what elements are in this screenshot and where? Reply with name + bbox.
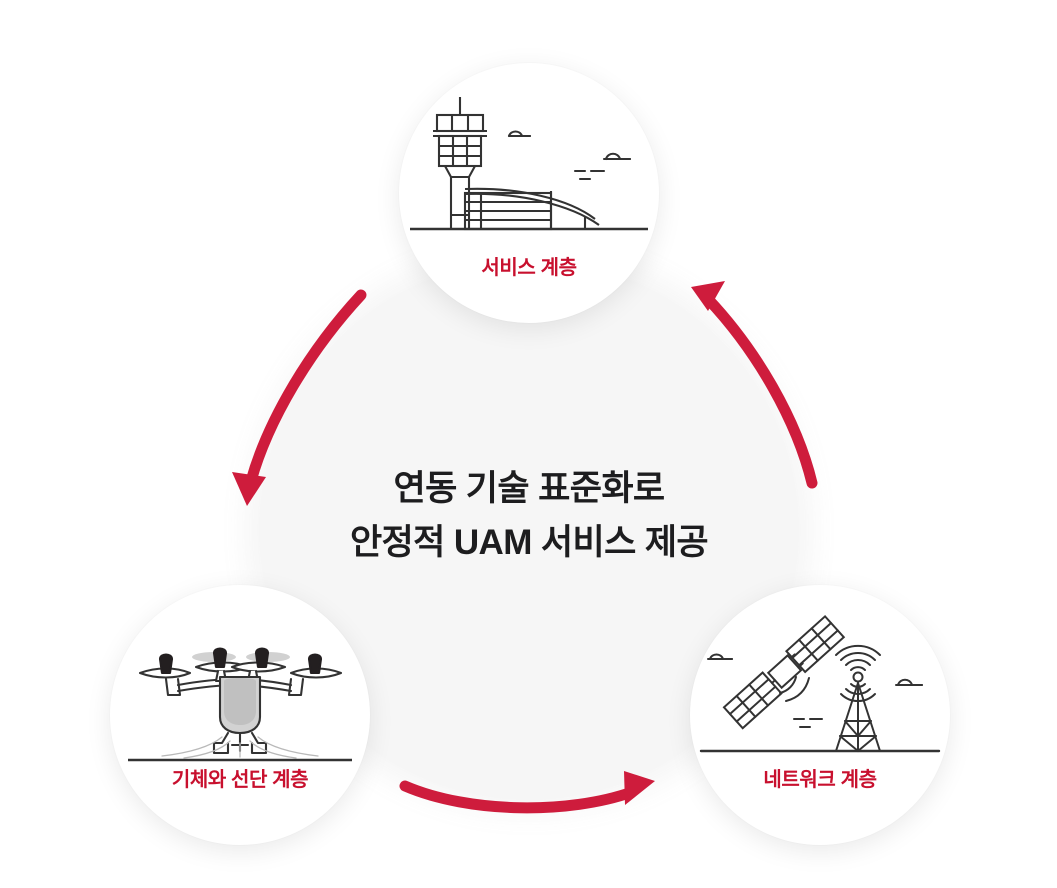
- node-vehicle[interactable]: 기체와 선단 계층: [110, 585, 370, 845]
- node-vehicle-label: 기체와 선단 계층: [171, 769, 309, 791]
- satellite-and-radio-tower-icon: [690, 611, 950, 771]
- center-headline: 연동 기술 표준화로 안정적 UAM 서비스 제공: [349, 469, 709, 563]
- node-service[interactable]: 서비스 계층: [399, 63, 659, 323]
- evtol-drone-icon: [110, 611, 370, 771]
- node-service-label: 서비스 계층: [481, 257, 577, 279]
- airport-control-tower-icon: [399, 89, 659, 249]
- node-network-label: 네트워크 계층: [763, 769, 877, 791]
- node-network[interactable]: 네트워크 계층: [690, 585, 950, 845]
